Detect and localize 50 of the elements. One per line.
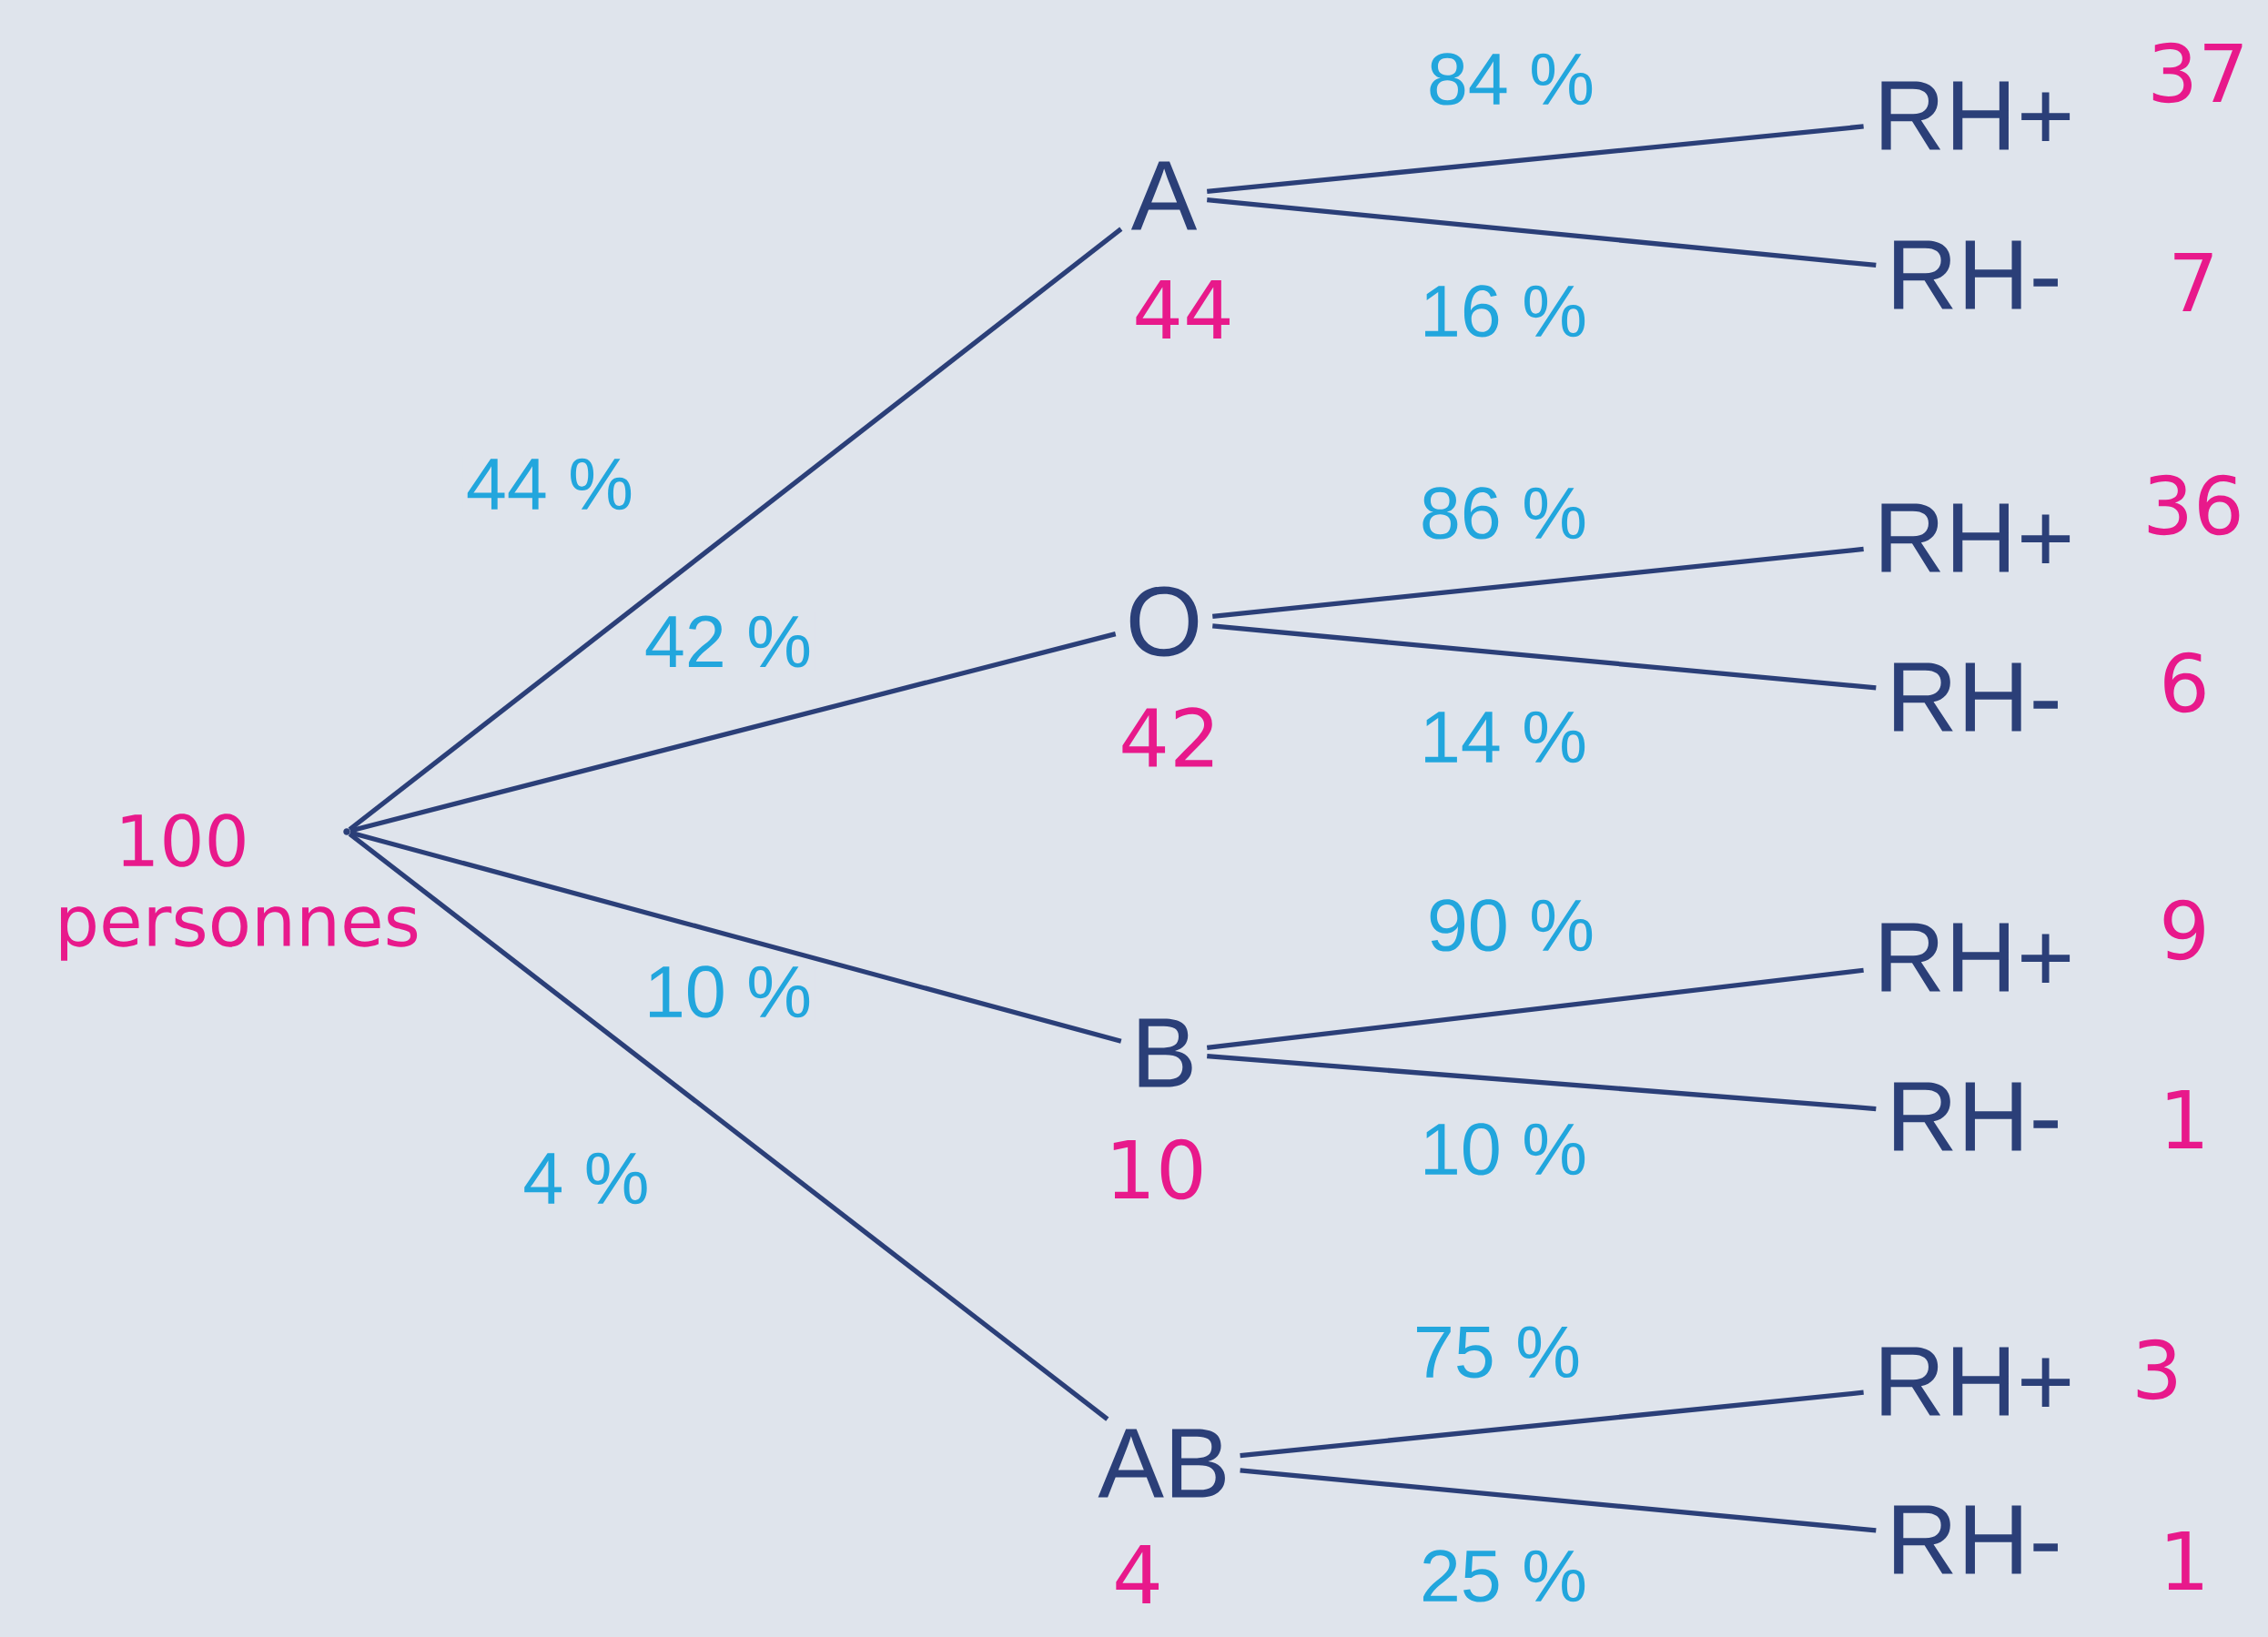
edge-label: 42 % [645, 615, 810, 668]
branch-line [348, 227, 1123, 832]
count-label: 100 personnes [61, 813, 418, 961]
outcome-label: RH+ [1881, 923, 2071, 992]
edge-label: 44 % [467, 458, 632, 510]
count-label: 7 [2174, 252, 2212, 311]
count-label: 3 [2137, 1339, 2176, 1400]
count-label: 36 [2148, 474, 2240, 536]
branch-line [1207, 1054, 1877, 1112]
count-label: 9 [2163, 899, 2204, 961]
branch-point [343, 828, 350, 835]
outcome-label: RH+ [1881, 503, 2071, 572]
branch-line [348, 832, 1109, 1421]
group-label: A [1130, 161, 1198, 230]
branch-line [1240, 1468, 1877, 1533]
count-label: 42 [1122, 707, 1213, 767]
group-label: AB [1098, 1429, 1225, 1498]
outcome-label: RH- [1894, 662, 2058, 732]
count-label: 37 [2152, 42, 2243, 104]
edge-label: 4 % [524, 1152, 647, 1205]
count-label: 44 [1136, 279, 1230, 339]
outcome-label: RH- [1894, 240, 2058, 309]
group-label: O [1129, 586, 1199, 657]
branch-line [1212, 623, 1877, 691]
edge-label: 86 % [1423, 487, 1585, 540]
edge-label: 84 % [1430, 53, 1593, 106]
edge-label: 10 % [1425, 1123, 1585, 1176]
outcome-label: RH- [1894, 1505, 2058, 1574]
count-label: 10 [1113, 1138, 1202, 1200]
edge-label: 90 % [1430, 899, 1593, 952]
edge-label: 10 % [650, 965, 810, 1018]
edge-label: 75 % [1417, 1326, 1579, 1379]
branch-line [1206, 967, 1864, 1051]
branch-line [349, 830, 1122, 1044]
count-label: 4 [1116, 1544, 1159, 1603]
branch-line [349, 632, 1117, 834]
count-label: 6 [2164, 652, 2205, 713]
branch-line [1207, 124, 1864, 194]
outcome-label: RH+ [1881, 81, 2071, 150]
branch-line [1240, 1389, 1864, 1459]
count-label: 1 [2167, 1089, 2202, 1148]
outcome-label: RH+ [1881, 1347, 2071, 1416]
group-label: B [1139, 1018, 1192, 1087]
edge-label: 14 % [1425, 711, 1585, 763]
branch-line [1212, 546, 1864, 620]
count-label: 1 [2167, 1531, 2202, 1590]
edge-label: 16 % [1425, 285, 1585, 338]
edge-label: 25 % [1423, 1550, 1585, 1602]
outcome-label: RH- [1894, 1082, 2058, 1151]
branch-line [1207, 197, 1877, 268]
